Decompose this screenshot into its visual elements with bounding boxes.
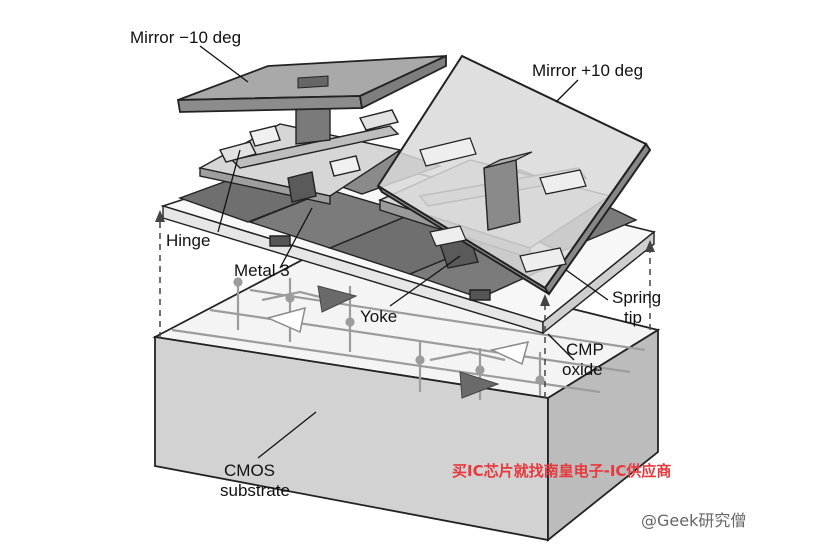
cmos-circuitry <box>171 277 646 400</box>
label-mirror-plus-10: Mirror +10 deg <box>532 61 643 80</box>
label-cmos: CMOS <box>224 461 275 480</box>
label-cmp: CMP <box>566 340 604 359</box>
right-mirror-post <box>483 159 521 231</box>
label-spring: Spring <box>612 288 661 307</box>
label-hinge: Hinge <box>166 231 210 250</box>
label-yoke: Yoke <box>360 307 397 326</box>
substrate-side-face <box>547 328 659 542</box>
promo-text: 买IC芯片就找南皇电子-IC供应商 <box>452 462 671 480</box>
watermark: @Geek研究僧 @Geek研究僧 <box>640 510 748 532</box>
cmos-substrate-block <box>152 247 661 542</box>
mirror-minus-10 <box>176 54 447 145</box>
left-hinge-bar <box>230 125 400 169</box>
label-metal3: Metal 3 <box>234 261 290 280</box>
circuit-triangle-light-1 <box>265 306 306 334</box>
guide-arrowheads <box>155 210 655 306</box>
circuit-triangle-dark-1 <box>317 285 358 313</box>
circuit-triangle-light-2 <box>489 340 530 366</box>
vertical-guides <box>159 214 651 398</box>
circuit-triangle-dark-2 <box>459 371 500 399</box>
watermark-text: @Geek研究僧 <box>641 511 746 530</box>
leader-lines <box>199 45 609 459</box>
label-substrate: substrate <box>220 481 290 500</box>
oxide-side <box>542 230 655 335</box>
watermark-halo: @Geek研究僧 <box>641 511 746 530</box>
label-mirror-minus-10: Mirror −10 deg <box>130 28 241 47</box>
label-tip: tip <box>624 308 642 327</box>
label-oxide: oxide <box>562 360 603 379</box>
mirror-plus-10 <box>376 54 652 296</box>
